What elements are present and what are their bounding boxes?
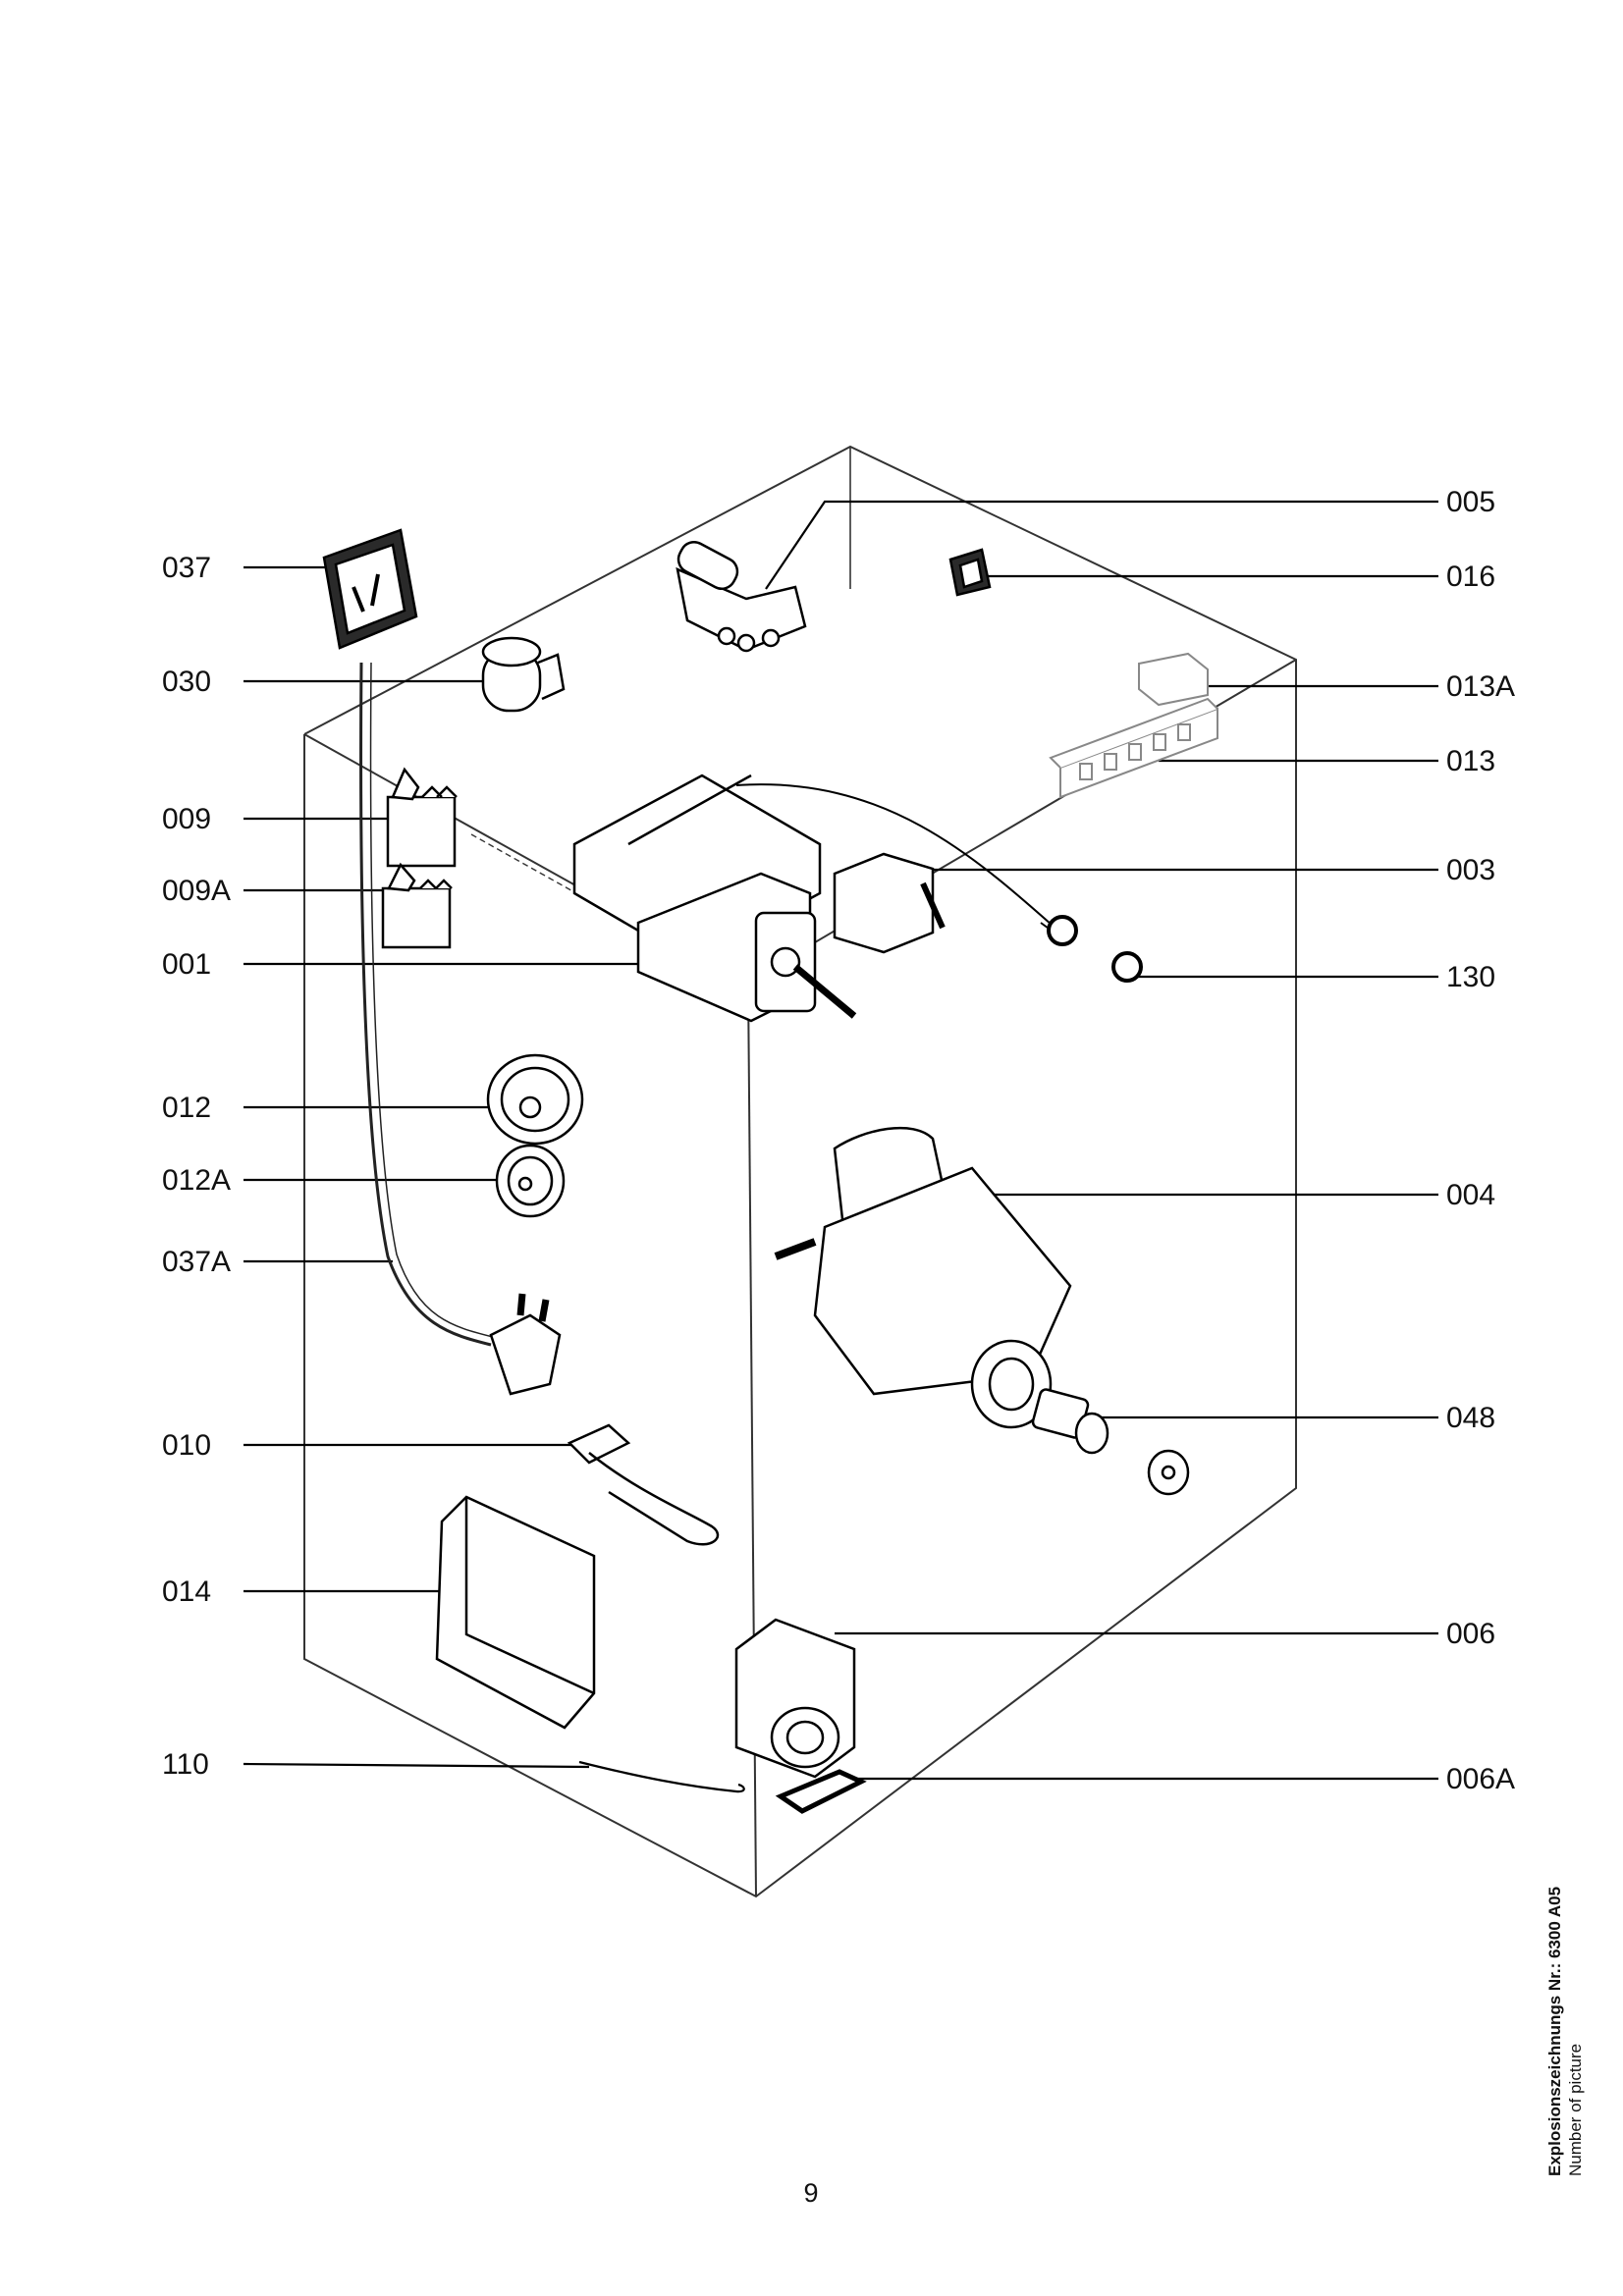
control-box-part [435,1495,596,1730]
label-013: 013 [1446,745,1496,777]
label-037A: 037A [162,1246,232,1278]
label-010: 010 [162,1429,212,1462]
page-number: 9 [803,2178,819,2208]
label-016: 016 [1446,561,1496,593]
mains-plug-part [489,1293,562,1396]
drawing-number: Explosionszeichnungs Nr.: 6300 A05 [1545,1886,1564,2176]
label-110: 110 [162,1748,209,1781]
label-006: 006 [1446,1618,1496,1650]
connector-part [948,548,992,597]
relay-part [381,767,458,949]
label-013A: 013A [1446,670,1516,703]
label-004: 004 [1446,1179,1496,1211]
grommet-part [1111,951,1143,983]
heating-element-part [567,1423,720,1546]
ring-part [1047,915,1078,946]
label-009A: 009A [162,875,232,907]
label-012: 012 [162,1092,212,1124]
label-001: 001 [162,948,212,981]
label-006A: 006A [1446,1763,1516,1795]
terminal-block-part [1049,652,1218,799]
label-030: 030 [162,666,212,698]
leader-lines [243,500,1438,1781]
pump-part [734,1618,867,1814]
brush-part [1031,1388,1190,1496]
label-130: 130 [1446,961,1496,993]
drawing-number-caption: Number of picture [1566,2043,1585,2176]
label-003: 003 [1446,854,1496,886]
motor-part [774,1126,1072,1429]
hose-part [578,1760,745,1793]
dial-part [486,1053,584,1218]
label-048: 048 [1446,1402,1496,1434]
control-panel-part [322,528,418,650]
capacitor-part [481,636,566,713]
programme-timer-part [572,774,857,1023]
label-009: 009 [162,803,212,835]
label-005: 005 [1446,486,1496,518]
power-cable [359,662,492,1347]
label-037: 037 [162,552,212,584]
label-014: 014 [162,1575,212,1608]
label-012A: 012A [162,1164,232,1197]
power-cable-inner [369,662,494,1338]
valve-part [676,541,807,653]
selector-part [833,852,946,954]
drawing-caption: Explosionszeichnungs Nr.: 6300 A05 Numbe… [1544,1577,1586,2176]
